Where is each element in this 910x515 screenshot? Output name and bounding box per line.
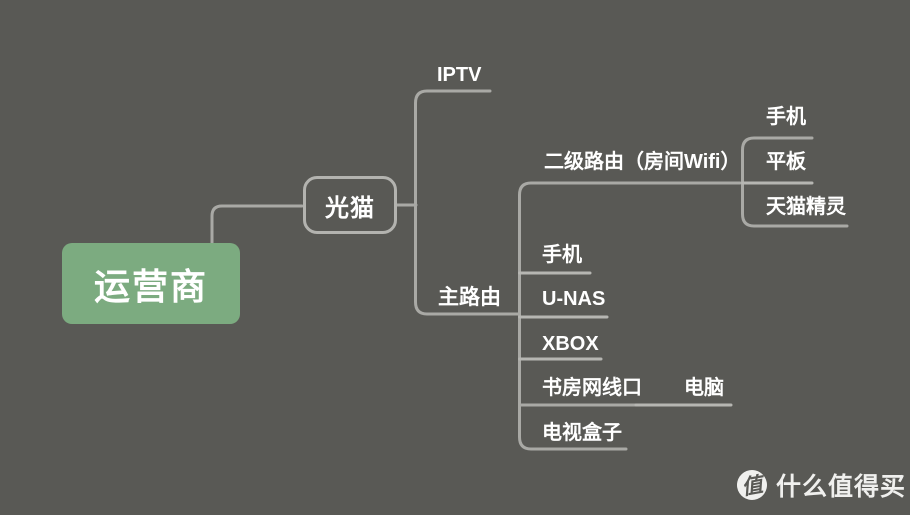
node-unas[interactable]: U-NAS bbox=[542, 288, 606, 310]
connector-root-to-modem bbox=[210, 204, 304, 246]
watermark-brand-text: 什么值得买 bbox=[776, 473, 907, 501]
node-tmall-genie[interactable]: 天猫精灵 bbox=[766, 196, 846, 218]
node-tablet[interactable]: 平板 bbox=[766, 151, 806, 173]
node-optical-modem[interactable]: 光猫 bbox=[303, 176, 397, 234]
node-study-network-port[interactable]: 书房网线口 bbox=[542, 377, 642, 399]
node-iptv[interactable]: IPTV bbox=[437, 64, 482, 86]
node-tv-box[interactable]: 电视盒子 bbox=[542, 422, 622, 444]
node-phone-secondary[interactable]: 手机 bbox=[766, 106, 806, 128]
node-main-router[interactable]: 主路由 bbox=[438, 286, 501, 309]
node-computer[interactable]: 电脑 bbox=[684, 377, 724, 399]
bracket-modem-children bbox=[414, 89, 521, 316]
watermark: 值 什么值得买 bbox=[734, 467, 907, 503]
node-secondary-router[interactable]: 二级路由（房间Wifi） bbox=[544, 151, 741, 173]
node-xbox[interactable]: XBOX bbox=[542, 333, 599, 355]
smzdm-logo-icon: 值 bbox=[734, 467, 770, 503]
node-phone-main[interactable]: 手机 bbox=[542, 244, 582, 266]
node-carrier[interactable]: 运营商 bbox=[62, 243, 240, 324]
